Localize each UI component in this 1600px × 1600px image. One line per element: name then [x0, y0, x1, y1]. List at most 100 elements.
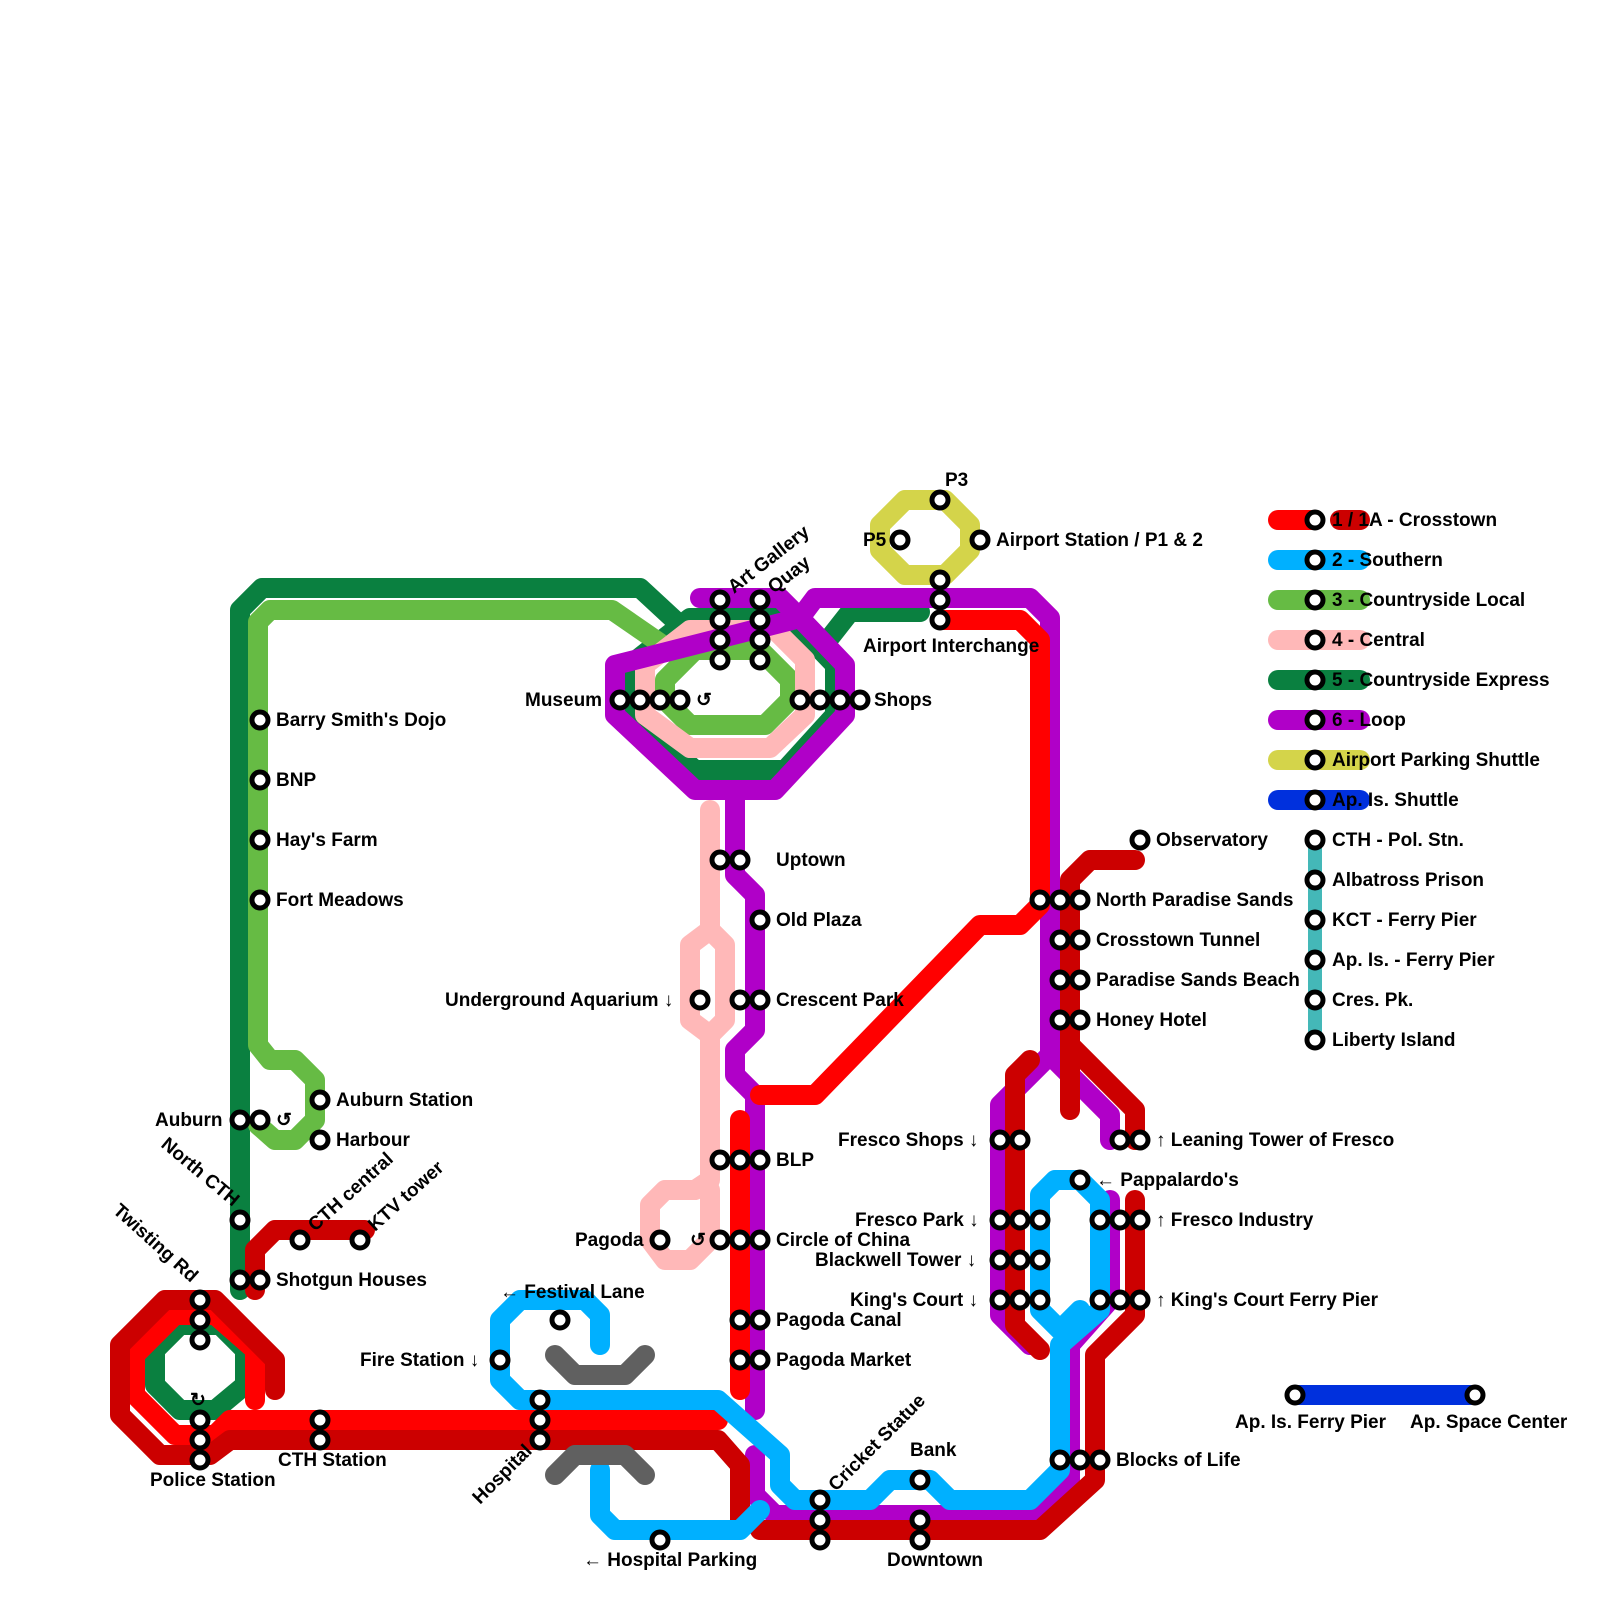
- station-marker: [1109, 1209, 1131, 1231]
- label-bnp: BNP: [276, 770, 316, 791]
- label-blackwell-tower: Blackwell Tower ↓: [815, 1250, 976, 1271]
- station-marker: [1049, 969, 1071, 991]
- station-marker: [1029, 1289, 1051, 1311]
- legend: 1 / 1A - Crosstown 2 - Southern 3 - Coun…: [1268, 509, 1550, 1051]
- ferry-legend-label: Ap. Is. - Ferry Pier: [1332, 950, 1495, 971]
- station-marker: [649, 1229, 671, 1251]
- station-marker: [1089, 1209, 1111, 1231]
- station-marker: [969, 529, 991, 551]
- label-twisting-rd: Twisting Rd: [109, 1200, 202, 1287]
- station-marker: [1464, 1384, 1486, 1406]
- station-marker: [189, 1309, 211, 1331]
- station-marker: [929, 609, 951, 631]
- station-marker: [749, 649, 771, 671]
- label-airport-interchange: Airport Interchange: [863, 636, 1039, 657]
- southern-line: [490, 1170, 1110, 1540]
- station-marker: [1129, 1129, 1151, 1151]
- legend-marker: [1304, 829, 1326, 851]
- legend-marker: [1304, 869, 1326, 891]
- station-marker: [529, 1409, 551, 1431]
- station-marker: [729, 1349, 751, 1371]
- station-marker: [749, 1349, 771, 1371]
- label-shops: Shops: [874, 690, 932, 711]
- station-marker: [189, 1429, 211, 1451]
- station-marker: [1049, 889, 1071, 911]
- station-marker: [1049, 1009, 1071, 1031]
- central-line: [640, 800, 735, 1270]
- station-marker: [909, 1529, 931, 1551]
- station-marker: [1089, 1289, 1111, 1311]
- label-kings-court-ferry: ↑ King's Court Ferry Pier: [1156, 1290, 1379, 1311]
- label-circle-of-china: Circle of China: [776, 1230, 911, 1251]
- legend-marker: [1304, 509, 1326, 531]
- station-marker: [549, 1309, 571, 1331]
- station-marker: [729, 1309, 751, 1331]
- station-marker: [809, 689, 831, 711]
- legend-label: 3 - Countryside Local: [1332, 590, 1525, 611]
- label-ap-space-center: Ap. Space Center: [1410, 1412, 1568, 1433]
- label-harbour: Harbour: [336, 1130, 411, 1151]
- station-marker: [709, 609, 731, 631]
- label-loop-glyph-pagoda: ↺: [690, 1230, 706, 1251]
- countryside-local-line: [248, 600, 680, 1150]
- station-marker: [649, 689, 671, 711]
- label-museum: Museum: [525, 690, 602, 711]
- label-loop-glyph-auburn: ↺: [276, 1110, 292, 1131]
- station-marker: [1109, 1129, 1131, 1151]
- station-markers: [189, 489, 1486, 1551]
- ferry-legend-label: KCT - Ferry Pier: [1332, 910, 1477, 931]
- crosstown-line: [750, 610, 1050, 1105]
- label-north-paradise-sands: North Paradise Sands: [1096, 890, 1293, 911]
- label-fresco-industry: ↑ Fresco Industry: [1156, 1210, 1314, 1231]
- station-marker: [1089, 1449, 1111, 1471]
- station-marker: [1129, 1209, 1151, 1231]
- legend-marker: [1304, 669, 1326, 691]
- legend-label: 4 - Central: [1332, 630, 1425, 651]
- station-marker: [1029, 889, 1051, 911]
- station-marker: [749, 589, 771, 611]
- station-marker: [1129, 829, 1151, 851]
- station-marker: [1049, 1449, 1071, 1471]
- label-honey-hotel: Honey Hotel: [1096, 1010, 1207, 1031]
- station-marker: [189, 1329, 211, 1351]
- label-downtown: Downtown: [887, 1550, 983, 1571]
- station-marker: [1069, 929, 1091, 951]
- station-marker: [929, 589, 951, 611]
- legend-label: 2 - Southern: [1332, 550, 1443, 571]
- station-marker: [829, 689, 851, 711]
- legend-label: 1 / 1A - Crosstown: [1332, 510, 1497, 531]
- station-marker: [249, 709, 271, 731]
- label-police-station: Police Station: [150, 1470, 276, 1491]
- label-cth-station: CTH Station: [278, 1450, 387, 1471]
- station-marker: [909, 1469, 931, 1491]
- label-shotgun-houses: Shotgun Houses: [276, 1270, 427, 1291]
- ferry-legend-label: Cres. Pk.: [1332, 990, 1413, 1011]
- legend-marker: [1304, 789, 1326, 811]
- legend-marker: [1304, 749, 1326, 771]
- legend-label: 6 - Loop: [1332, 710, 1406, 731]
- station-marker: [289, 1229, 311, 1251]
- station-marker: [669, 689, 691, 711]
- station-marker: [1129, 1289, 1151, 1311]
- station-marker: [689, 989, 711, 1011]
- station-marker: [989, 1249, 1011, 1271]
- legend-marker: [1304, 1029, 1326, 1051]
- label-hospital: Hospital: [469, 1441, 537, 1509]
- label-blp: BLP: [776, 1150, 814, 1171]
- station-marker: [309, 1129, 331, 1151]
- label-loop-glyph-police: ↻: [190, 1390, 206, 1411]
- station-marker: [1009, 1289, 1031, 1311]
- station-marker: [1029, 1249, 1051, 1271]
- station-marker: [749, 629, 771, 651]
- label-pagoda-canal: Pagoda Canal: [776, 1310, 902, 1331]
- station-marker: [1029, 1209, 1051, 1231]
- station-marker: [309, 1429, 331, 1451]
- station-marker: [749, 609, 771, 631]
- station-marker: [729, 1229, 751, 1251]
- station-marker: [789, 689, 811, 711]
- station-marker: [1069, 889, 1091, 911]
- station-marker: [989, 1209, 1011, 1231]
- station-marker: [709, 1229, 731, 1251]
- legend-marker: [1304, 989, 1326, 1011]
